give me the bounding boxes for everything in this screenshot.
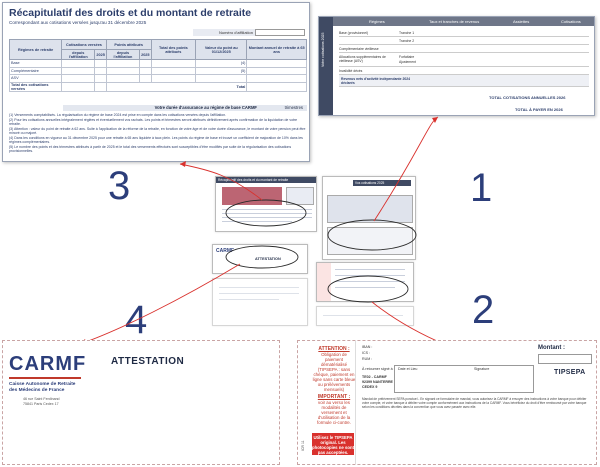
panel1-rows: Base (provisionnel) Tranche 1 Tranche 2 … [339, 29, 589, 87]
thumb-cotisations-page: Vos cotisations 2025 [322, 176, 416, 260]
logo-underline [9, 377, 81, 379]
note-2: (2) Pour les cotisations annuelles intég… [9, 117, 298, 127]
panel1-header-taux: Taux et tranches de revenus [429, 19, 480, 24]
note-3: (3) Attention : valeur du point de retra… [9, 126, 306, 136]
trimestres-label: trimestres [284, 105, 303, 110]
step-number-3: 3 [108, 164, 131, 208]
panel1-header: Régimes Taux et tranches de revenus Assi… [333, 17, 594, 26]
list-item: Revenus nets d'activité indépendante 202… [339, 75, 589, 87]
tipsepa-vertical-code: ICR 11 [301, 440, 305, 451]
recap-header-regimes: Régimes de retraite [8, 39, 63, 60]
step-number-2: 2 [472, 288, 495, 332]
list-item: Base (provisionnel) Tranche 1 [339, 29, 589, 37]
iban-label: IBAN : [362, 345, 373, 349]
signature-label: Signature [474, 367, 490, 371]
tipsepa-panel: ATTENTION : Obligation de paiement démat… [297, 340, 597, 465]
duree-assurance-bar: Votre durée d'assurance au régime de bas… [63, 105, 307, 111]
thumb-cotisations-title: Vos cotisations 2025 [355, 180, 385, 185]
ellipse-attestation [225, 245, 299, 269]
recap-droits-panel: Récapitulatif des droits et du montant d… [2, 2, 310, 162]
thumb-page-3 [212, 278, 308, 326]
retourner-label: À retourner signé à : [362, 367, 395, 371]
ellipse-tipsepa [327, 275, 409, 303]
panel1-header-cotisations: Cotisations [561, 19, 581, 24]
table-row: Total des cotisations versées Total [8, 81, 307, 92]
recap-notes: (1) Versements comptabilisés. La régular… [9, 113, 307, 154]
note-5: (5) Le nombre des points et des trimestr… [9, 144, 292, 154]
carmf-logo: CARMF [9, 353, 87, 375]
montant-box[interactable] [538, 354, 592, 364]
thumb-graphic [222, 187, 282, 205]
list-item: Allocations supplémentaires de vieilless… [339, 53, 589, 67]
return-address-3: CEDEX 9 [362, 385, 378, 389]
recap-sub-2025-2: 2025 [139, 49, 152, 60]
panel1-sidebar [319, 17, 333, 115]
recap-subtitle: Correspondant aux cotisations versées ju… [9, 20, 147, 25]
tipsepa-original-box: Utilisez le TIPSEPA original. Les photoc… [312, 433, 355, 455]
recap-sub-2025: 2025 [94, 49, 107, 60]
carmf-address: 46 rue Saint Ferdinand 75841 Paris Cedex… [23, 397, 60, 406]
montant-label: Montant : [538, 345, 565, 351]
return-address-1: TE02 - CARMF [362, 375, 387, 379]
row-total-label: Total [105, 81, 248, 92]
thumb-page-4 [316, 306, 414, 326]
attestation-panel: CARMF Caisse Autonome de Retraite des Mé… [2, 340, 280, 465]
thumb-grid [327, 195, 413, 223]
thumb-attestation-page: CARMF ATTESTATION [212, 244, 308, 274]
note-4: (4) Dans les conditions en vigueur au 31… [9, 135, 303, 145]
affiliation-box [255, 29, 305, 36]
attestation-heading: ATTESTATION [111, 356, 185, 367]
panel1-header-regimes: Régimes [369, 19, 385, 24]
list-item: Complémentaire vieillesse [339, 45, 589, 53]
duree-label: Votre durée d'assurance au régime de bas… [154, 105, 257, 110]
list-item: Invalidité décès [339, 67, 589, 75]
recap-header-valeur: Valeur du point au 01/12/2025 [195, 39, 248, 60]
panel1-header-assiettes: Assiettes [513, 19, 530, 24]
arrow-to-3 [179, 163, 263, 201]
ellipse-recap [225, 199, 307, 227]
ellipse-cotisations [327, 219, 417, 251]
return-address-2: 92399 NANTERRE [362, 380, 393, 384]
sepa-mandate-text: Mandat de prélèvement SEPA ponctuel - En… [362, 397, 587, 410]
ics-label: ICS : [362, 351, 370, 355]
thumb-logo: CARMF [216, 248, 235, 254]
note-1: (1) Versements comptabilisés. La régular… [9, 113, 227, 117]
arrow-to-1 [373, 116, 439, 222]
step-number-1: 1 [470, 166, 493, 210]
arrow-to-4 [79, 263, 241, 345]
cotisations-panel: Votre cotisations 2025 Régimes Taux et t… [318, 16, 595, 116]
thumb-recap-title: Récapitulatif des droits et du montant d… [218, 177, 289, 182]
panel1-total-payer: TOTAL À PAYER EN 2026 [515, 107, 563, 112]
rum-label: RUM : [362, 357, 373, 361]
recap-title: Récapitulatif des droits et du montant d… [9, 7, 252, 19]
affiliation-label: Numéro d'affiliation [193, 29, 255, 36]
recap-header-montant: Montant annuel de retraite à 65 ans [246, 39, 307, 60]
date-lieu-label: Date et Lieu [398, 367, 418, 371]
recap-table: Régimes de retraite Cotisations versées … [8, 39, 307, 92]
thumb-table [286, 187, 314, 205]
thumb-recap-page: Récapitulatif des droits et du montant d… [215, 176, 317, 232]
recap-header-total-points: Total des points attribués [150, 39, 197, 60]
list-item: Tranche 2 [339, 37, 589, 45]
thumb-attestation: ATTESTATION [255, 257, 281, 261]
panel1-total-annuel: TOTAL COTISATIONS ANNUELLES 2026 [489, 95, 566, 100]
signature-box[interactable] [394, 365, 534, 393]
tipsepa-warning: ATTENTION : Obligation de paiement démat… [312, 346, 356, 426]
carmf-org-name: Caisse Autonome de Retraite des Médecins… [9, 382, 76, 393]
tipsepa-logo: TIPSEPA [554, 369, 586, 376]
